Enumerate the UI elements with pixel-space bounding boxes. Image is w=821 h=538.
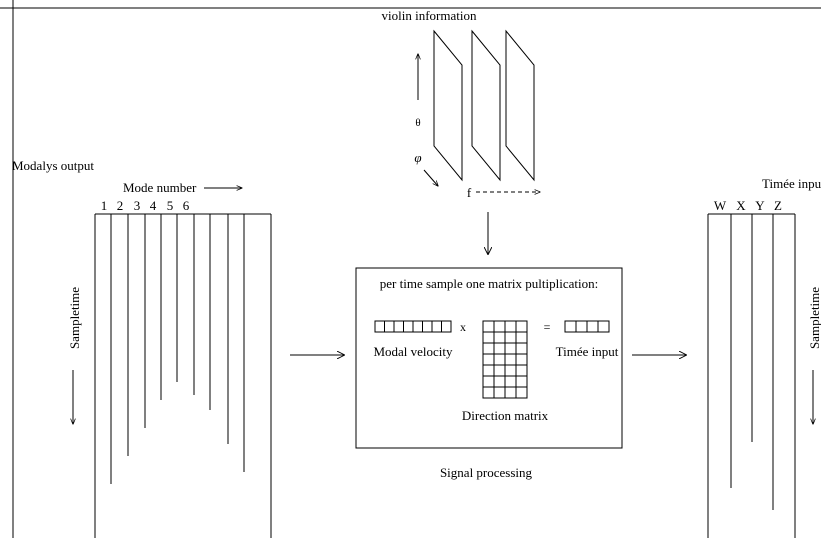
mode-index: 4 <box>150 198 157 213</box>
phi-symbol: φ <box>414 150 421 165</box>
direction-matrix-label: Direction matrix <box>462 408 549 423</box>
channel-label: W <box>714 198 727 213</box>
f-label: f <box>467 185 472 200</box>
channel-label: Y <box>755 198 765 213</box>
channel-label: Z <box>774 198 782 213</box>
times-symbol: x <box>460 320 466 334</box>
mode-indices: 1 2 3 4 5 6 <box>101 198 190 213</box>
mode-number-label: Mode number <box>123 180 197 195</box>
violin-plane <box>433 29 463 182</box>
modalys-output-table <box>94 213 272 538</box>
processing-box <box>355 267 623 449</box>
modal-velocity-vector <box>374 320 452 333</box>
mode-index: 2 <box>117 198 124 213</box>
channel-labels: W X Y Z <box>714 198 782 213</box>
left-sampletime-label: Sampletime <box>67 287 82 349</box>
processing-heading: per time sample one matrix pultiplicatio… <box>380 276 598 291</box>
direction-matrix-grid <box>482 320 528 399</box>
violin-planes <box>433 29 535 182</box>
phi-arrow <box>423 169 438 186</box>
mode-index: 1 <box>101 198 108 213</box>
violin-info-title: violin information <box>382 8 477 23</box>
modalys-output-title: Modalys output <box>12 158 94 173</box>
signal-processing-caption: Signal processing <box>440 465 533 480</box>
right-sampletime-label: Sampletime <box>807 287 821 349</box>
modal-velocity-label: Modal velocity <box>373 344 453 359</box>
mode-index: 5 <box>167 198 174 213</box>
violin-plane <box>505 29 535 182</box>
timee-input-label: Timée input <box>556 344 619 359</box>
theta-symbol: θ <box>415 117 420 129</box>
timee-input-table <box>707 213 796 538</box>
mode-index: 3 <box>134 198 141 213</box>
mode-index: 6 <box>183 198 190 213</box>
channel-label: X <box>736 198 746 213</box>
timee-input-title: Timée inpu <box>762 176 821 191</box>
timee-input-vector <box>564 320 610 333</box>
equals-symbol: = <box>544 320 551 334</box>
violin-plane <box>471 29 501 182</box>
